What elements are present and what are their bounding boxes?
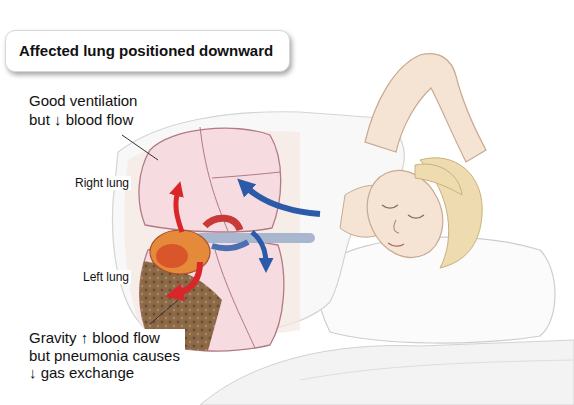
hair-fringe [415,164,462,195]
air-flow-arrow [252,232,266,264]
lungs [130,127,284,360]
mouth [388,243,404,246]
pillow [319,237,555,343]
leader-line [122,135,158,160]
lung-label: Left lung [81,270,131,284]
title: Affected lung positioned downward [19,42,273,60]
closed-eye [382,205,398,208]
leader-line [150,300,178,324]
vein [212,242,248,248]
bed [200,340,574,405]
lobe-line [215,250,255,348]
heart-and-vessels [150,218,310,274]
pneumonia-note: Gravity ↑ blood flow but pneumonia cause… [27,329,185,382]
lobe-line [212,172,280,178]
leader-lines [122,135,178,324]
blood-flow-arrow [176,190,182,232]
bed-sheet [200,340,574,405]
air-flow-arrow [245,186,320,214]
blood-flow-arrow [176,262,200,294]
aorta [205,218,240,230]
lung-label: Right lung [73,176,131,190]
nose [394,220,399,233]
sheet-fold [300,360,574,380]
heart-chamber [156,244,188,268]
flow-arrows [176,186,320,294]
ventilation-note: Good ventilation but ↓ blood flow [27,91,143,129]
title-box: Affected lung positioned downward [5,30,290,72]
closed-eye [408,215,424,218]
raised-arm [365,54,486,162]
